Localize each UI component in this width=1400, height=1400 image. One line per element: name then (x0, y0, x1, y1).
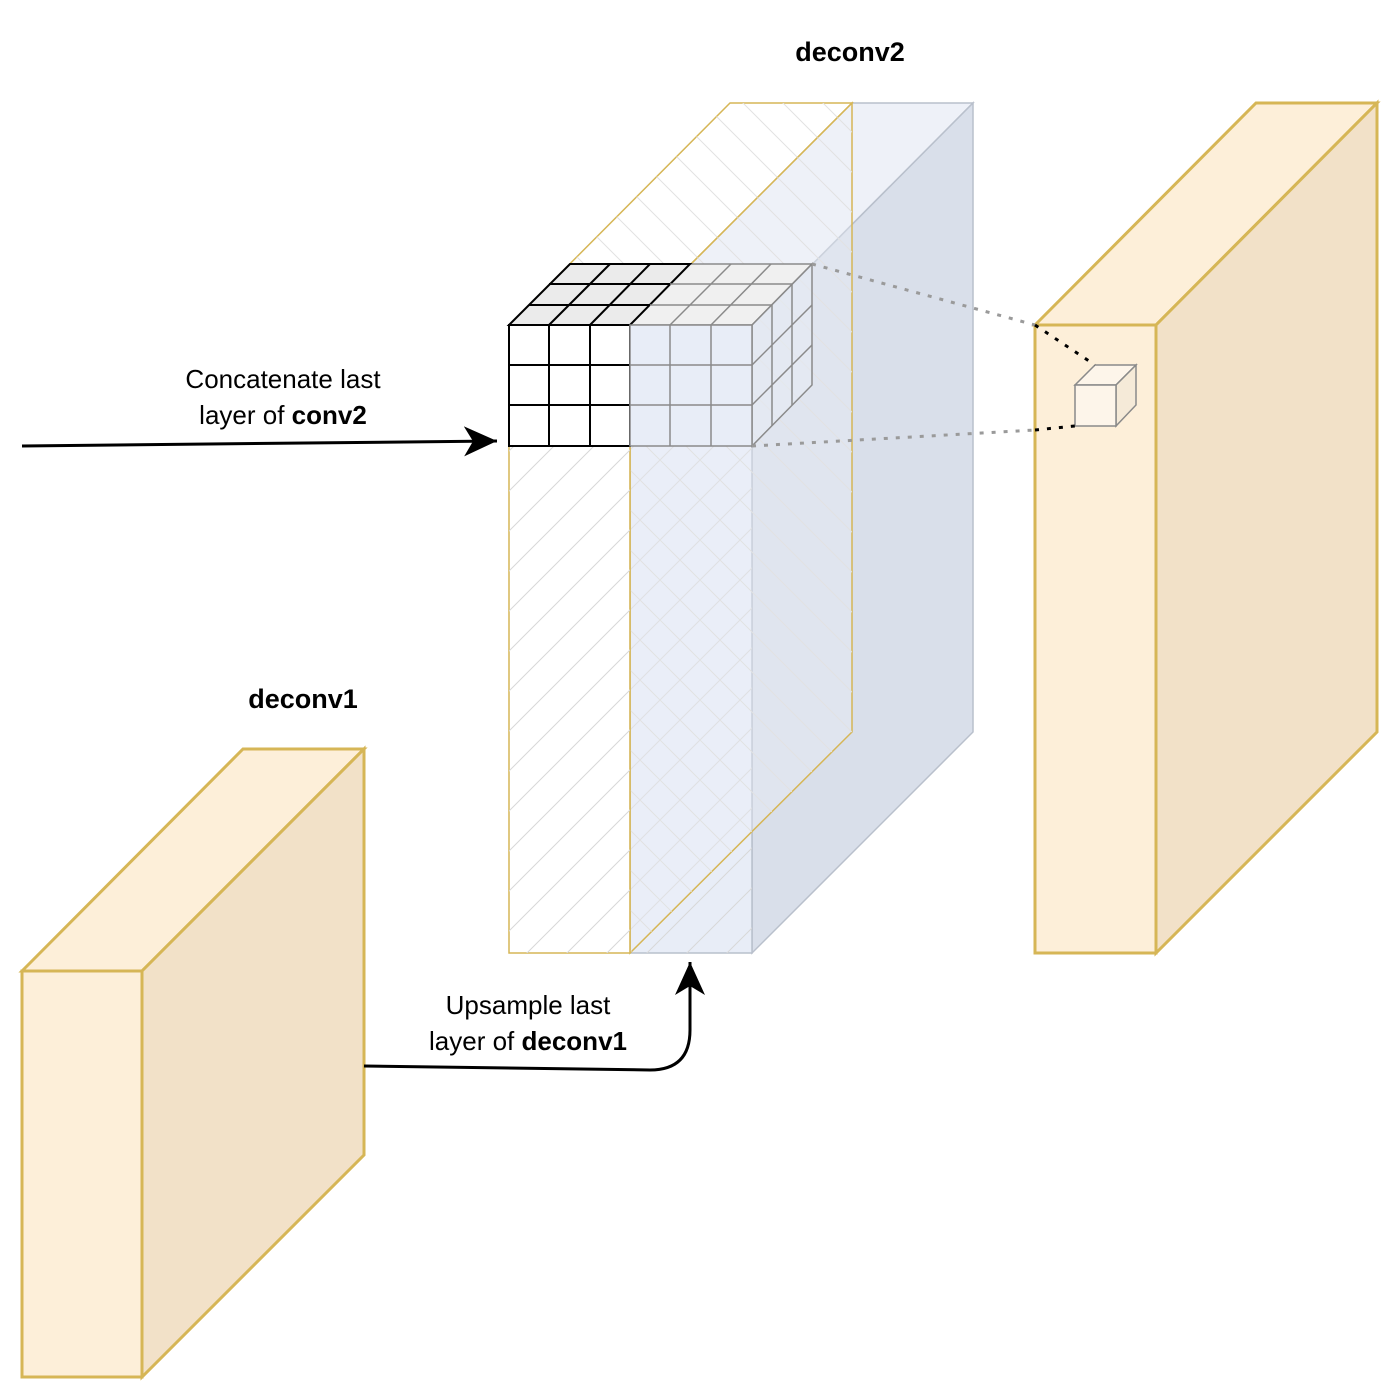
deconv1-title: deconv1 (248, 684, 358, 714)
concat-label: Concatenate last layer of conv2 (133, 361, 433, 433)
upsample-arrow (363, 962, 705, 1072)
deconv2-block (507, 101, 975, 955)
concat-label-line2: layer of conv2 (199, 400, 367, 430)
deconv1-block (18, 745, 368, 1381)
upsample-label: Upsample last layer of deconv1 (378, 987, 678, 1059)
deconv2-title: deconv2 (795, 37, 905, 67)
output-block (1031, 99, 1381, 957)
concat-arrow (21, 426, 498, 457)
upsample-label-line2: layer of deconv1 (429, 1026, 627, 1056)
concat-label-line1: Concatenate last (185, 364, 381, 394)
upsample-label-line1: Upsample last (445, 990, 611, 1020)
projection-lines (751, 262, 1096, 448)
kernel-grid-cube (506, 262, 814, 448)
output-voxel-cube (1073, 363, 1138, 428)
